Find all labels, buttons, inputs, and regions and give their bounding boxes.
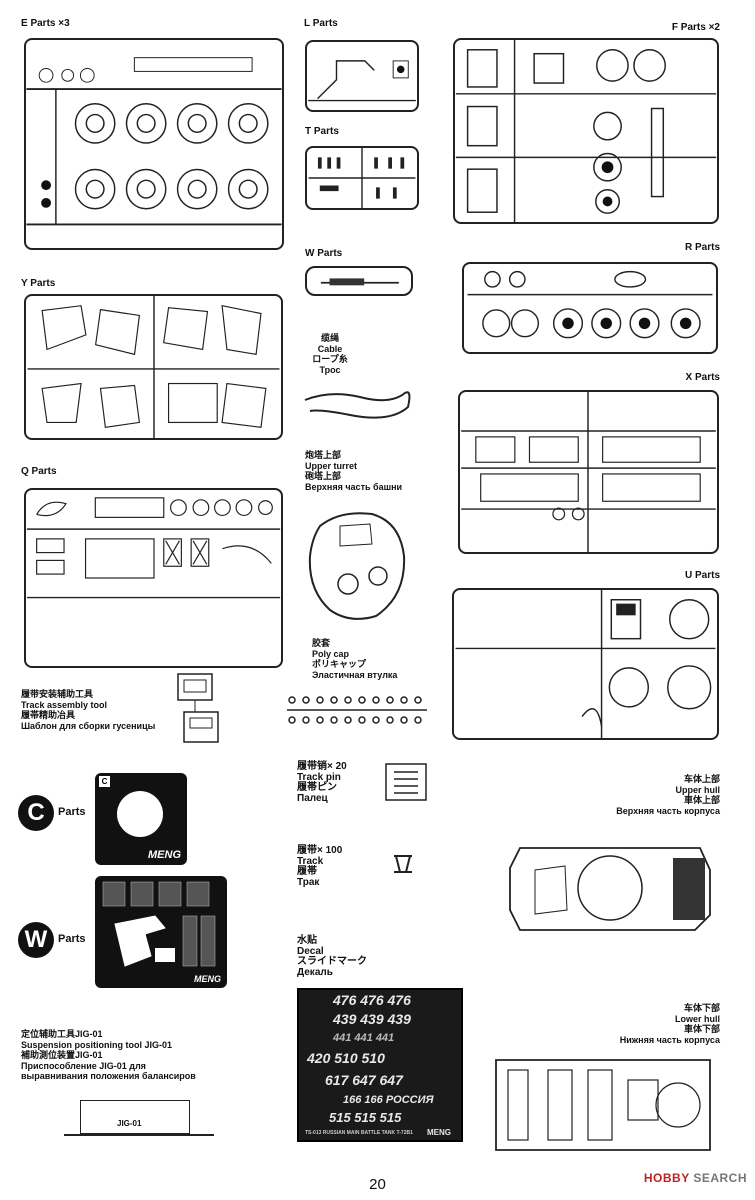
sprue-y-drawing (27, 296, 280, 438)
decal-caption: 水贴 Decal スライドマーク Декаль (297, 935, 367, 978)
sprue-u (452, 588, 719, 740)
sprue-x-drawing (461, 392, 716, 552)
r-parts-label: R Parts (684, 242, 720, 253)
sprue-r-drawing (467, 270, 713, 339)
c-parts-hole (117, 791, 163, 837)
sprue-u-drawing (455, 590, 716, 738)
w-pe-parts-drawing (102, 881, 216, 967)
sprue-l (305, 40, 419, 112)
decal-row-420-510: 420 510 510 (307, 1050, 385, 1066)
sprue-f (453, 38, 719, 224)
sprue-w (305, 266, 413, 296)
sprue-x (458, 390, 719, 554)
u-parts-label: U Parts (684, 570, 720, 581)
jig-drawing: JIG-01 (80, 1100, 190, 1134)
q-parts-label: Q Parts (21, 466, 57, 477)
w-pe-parts-circle: W (18, 922, 54, 958)
l-parts-label: L Parts (304, 18, 338, 29)
track-pin-drawing (385, 763, 427, 801)
t-parts-label: T Parts (305, 126, 339, 137)
sprue-q-drawing (26, 497, 281, 599)
decal-sheet-footer: TS-013 RUSSIAN MAIN BATTLE TANK T-72B1 (305, 1130, 413, 1136)
sprue-q (24, 488, 283, 668)
upper-hull-drawing (509, 847, 711, 931)
sprue-l-drawing (308, 60, 416, 102)
jig-caption: 定位辅助工具JIG-01 Suspension positioning tool… (21, 1029, 196, 1081)
upper-hull-caption: 车体上部 Upper hull 車体上部 Верхняя часть корпу… (616, 774, 720, 816)
decal-row-515: 515 515 515 (329, 1110, 402, 1125)
upper-turret-caption: 炮塔上部 Upper turret 砲塔上部 Верхняя часть баш… (305, 450, 403, 492)
decal-sheet-brand: MENG (427, 1128, 451, 1137)
cable-caption: 缆绳 Cable ロープ糸 Трос (312, 333, 348, 375)
sprue-w-drawing (320, 278, 399, 286)
sprue-f-drawing (455, 40, 717, 222)
decal-row-439: 439 439 439 (333, 1011, 411, 1027)
decal-row-166: 166 166 РОССИЯ (343, 1094, 434, 1106)
c-parts-brand: MENG (148, 849, 181, 861)
track-link-drawing (394, 855, 412, 873)
cable-drawing (304, 391, 411, 419)
track-tool-drawing (177, 673, 219, 743)
jig-base (64, 1134, 214, 1136)
c-parts-circle: C (18, 795, 54, 831)
hobby-search-watermark: HOBBY SEARCH (643, 1171, 747, 1185)
w-pe-parts-sheet: MENG (95, 876, 227, 988)
decal-row-441: 441 441 441 (333, 1032, 395, 1044)
sprue-e (24, 38, 284, 250)
lower-hull-drawing (495, 1059, 711, 1151)
poly-cap-caption: 胶套 Poly cap ポリキャップ Эластичная втулка (312, 638, 398, 680)
c-parts-sheet-letter: C (99, 776, 110, 787)
f-parts-label: F Parts ×2 (671, 22, 720, 33)
sprue-t (305, 146, 419, 210)
sprue-y (24, 294, 283, 440)
sprue-t-drawing (308, 148, 416, 208)
track-tool-caption: 履带安装辅助工具 Track assembly tool 履帯精助冶具 Шабл… (21, 689, 156, 731)
decal-row-617-647: 617 647 647 (325, 1072, 403, 1088)
decal-sheet: 476 476 476 439 439 439 441 441 441 420 … (297, 988, 463, 1142)
track-pin-caption: 履带销× 20 Track pin 履帯ピン Палец (297, 761, 347, 804)
e-parts-label: E Parts ×3 (21, 18, 70, 29)
upper-turret-drawing (308, 512, 406, 620)
sprue-e-drawing (26, 57, 282, 226)
w-parts-label: W Parts (305, 248, 343, 259)
poly-cap-runner (287, 696, 427, 724)
c-parts-sheet: C MENG (95, 773, 187, 865)
y-parts-label: Y Parts (21, 278, 56, 289)
jig-part-label: JIG-01 (117, 1119, 142, 1128)
sprue-r (462, 262, 718, 354)
c-parts-word: Parts (58, 806, 86, 818)
track-caption: 履带× 100 Track 履帯 Трак (297, 845, 343, 888)
decal-row-476: 476 476 476 (333, 992, 411, 1008)
page-number: 20 (369, 1176, 386, 1193)
lower-hull-caption: 车体下部 Lower hull 車体下部 Нижняя часть корпус… (619, 1003, 720, 1045)
w-pe-parts-word: Parts (58, 933, 86, 945)
x-parts-label: X Parts (685, 372, 720, 383)
w-pe-parts-brand: MENG (194, 974, 221, 984)
